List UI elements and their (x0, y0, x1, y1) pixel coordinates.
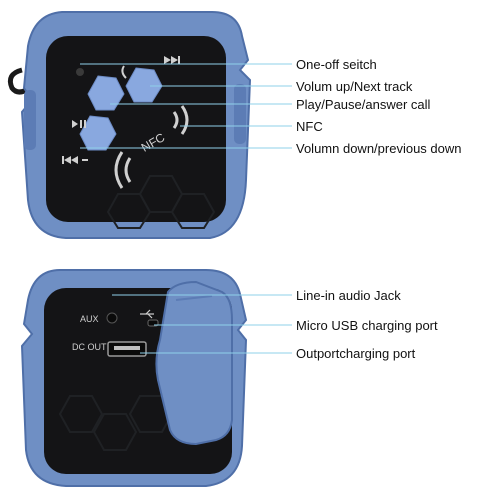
lanyard-loop (7, 67, 32, 95)
volume-up-button[interactable] (125, 67, 163, 103)
previous-track-icon (62, 156, 88, 164)
aux-jack[interactable] (106, 312, 118, 324)
callout-out-charging-port: Outportcharging port (296, 346, 416, 361)
top-speaker: NFC (7, 11, 252, 239)
callout-micro-usb-port: Micro USB charging port (296, 318, 438, 333)
callout-power-switch: One-off seitch (296, 57, 377, 72)
callout-volume-down: Volumn down/previous down (296, 141, 462, 156)
usb-icon (140, 309, 154, 319)
callout-nfc: NFC (296, 119, 323, 134)
callout-play-pause: Play/Pause/answer call (296, 97, 431, 112)
callout-line-in-jack: Line-in audio Jack (296, 288, 401, 303)
play-pause-button[interactable] (79, 115, 117, 151)
port-cover-flap[interactable] (155, 280, 233, 446)
top-control-panel (46, 36, 226, 222)
aux-label: AUX (80, 314, 99, 324)
next-track-icon (164, 56, 180, 64)
leader-lines (80, 63, 292, 354)
play-pause-icon (72, 120, 86, 128)
power-icon (76, 68, 84, 76)
dc-out-label: DC OUT (72, 342, 107, 352)
power-button[interactable] (87, 75, 125, 111)
callout-volume-up: Volum up/Next track (296, 79, 413, 94)
bottom-speaker: AUX DC OUT (20, 269, 248, 487)
phone-icon (121, 65, 127, 79)
nfc-waves-icon (114, 105, 189, 189)
